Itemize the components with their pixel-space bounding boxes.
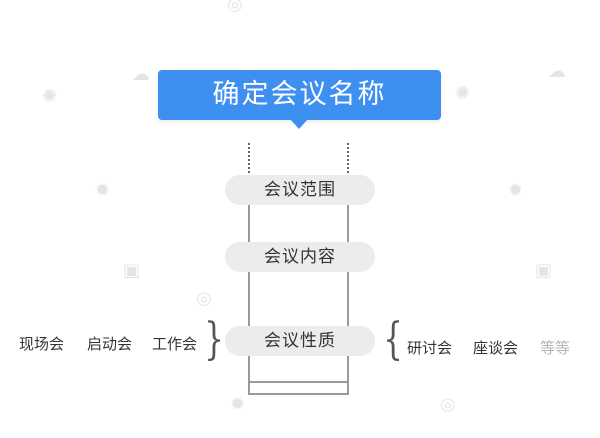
decor-icon: ☁	[548, 61, 566, 82]
right-facing-brace: }	[204, 314, 224, 365]
tag-nature: 会议性质	[225, 326, 375, 356]
tag-label: 会议性质	[264, 331, 336, 351]
frame-bar-bottom	[248, 393, 349, 395]
tag-scope: 会议范围	[225, 175, 375, 205]
decor-icon: ✹	[230, 394, 246, 415]
decor-icon: ▣	[535, 260, 553, 281]
title-pointer	[289, 118, 309, 129]
decor-icon: ✺	[455, 83, 471, 104]
decor-icon: ▣	[123, 260, 141, 281]
left-item: 现场会	[19, 335, 65, 353]
dotted-connector-left	[248, 143, 250, 177]
frame-rail-right	[347, 190, 349, 395]
decor-icon: ◎	[196, 288, 212, 309]
frame-rail-left	[248, 190, 250, 395]
frame-bar-middle	[248, 381, 349, 383]
decor-icon: ✹	[95, 180, 111, 201]
decor-icon: ◎	[440, 394, 456, 415]
tag-content: 会议内容	[225, 242, 375, 272]
decor-icon: ✺	[42, 86, 58, 107]
decor-icon: ✹	[508, 180, 524, 201]
right-item-etc: 等等	[540, 339, 571, 357]
decor-icon: ☁	[132, 64, 150, 85]
title-text: 确定会议名称	[212, 79, 387, 110]
decor-icon: ◎	[227, 0, 243, 15]
title-callout: 确定会议名称	[158, 70, 441, 120]
tag-label: 会议范围	[264, 180, 336, 200]
left-facing-brace: {	[383, 314, 403, 365]
right-item: 研讨会	[407, 339, 453, 357]
left-item: 工作会	[152, 335, 198, 353]
dotted-connector-right	[347, 143, 349, 177]
left-item: 启动会	[87, 335, 133, 353]
tag-label: 会议内容	[264, 247, 336, 267]
right-item: 座谈会	[473, 339, 519, 357]
